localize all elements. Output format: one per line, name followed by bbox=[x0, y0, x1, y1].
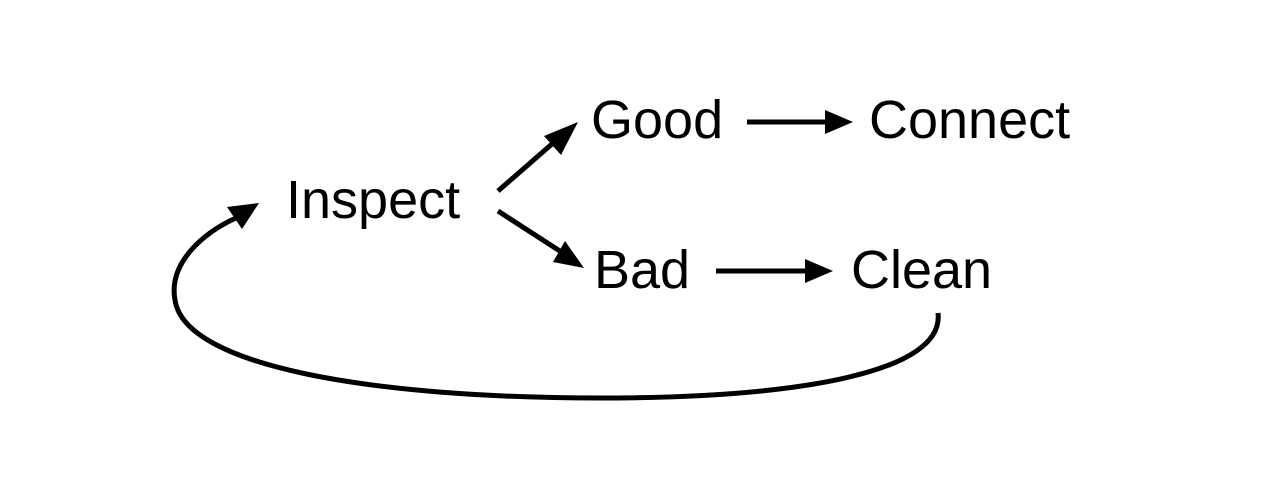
node-clean: Clean bbox=[851, 240, 992, 300]
arrowhead-icon bbox=[553, 241, 584, 268]
arrowhead-icon bbox=[825, 110, 853, 134]
edge-line bbox=[496, 208, 568, 258]
node-inspect: Inspect bbox=[286, 170, 460, 230]
edge-line bbox=[496, 135, 562, 193]
edge-inspect-to-bad bbox=[496, 208, 584, 268]
node-bad: Bad bbox=[594, 240, 690, 300]
edge-bad-to-clean bbox=[716, 259, 833, 283]
node-connect: Connect bbox=[869, 90, 1070, 150]
arrowhead-icon bbox=[227, 203, 259, 229]
edge-good-to-connect bbox=[747, 110, 853, 134]
edge-clean-to-inspect bbox=[171, 203, 941, 401]
edge-inspect-to-good bbox=[496, 122, 578, 193]
arrowhead-icon bbox=[805, 259, 833, 283]
loop-back-curve bbox=[171, 215, 941, 401]
arrowhead-icon bbox=[544, 122, 578, 155]
node-good: Good bbox=[591, 90, 723, 150]
